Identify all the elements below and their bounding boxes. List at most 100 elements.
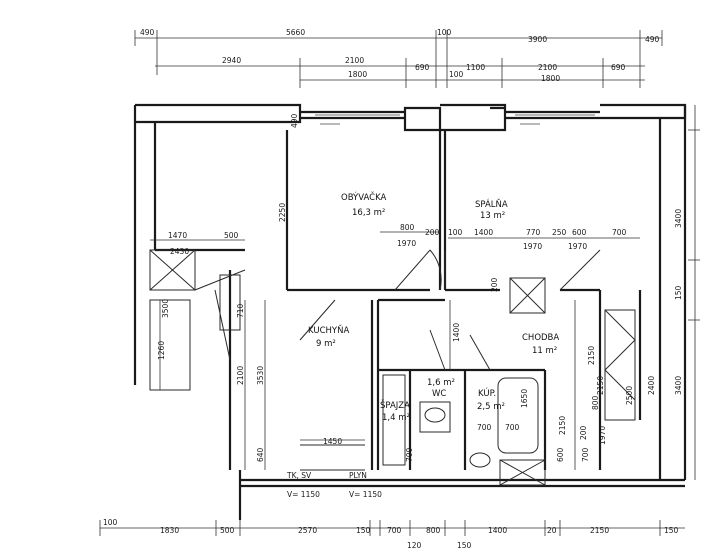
inner-dimension-lines — [150, 231, 640, 470]
dim-bottom-2570: 2570 — [298, 526, 317, 535]
room-kupelna-name: KÚP. — [478, 387, 496, 399]
note-tk-sv: TK, SV — [286, 471, 312, 480]
bathroom-fixtures — [382, 374, 539, 468]
dim-700: 700 — [612, 228, 627, 237]
room-chodba-area: 11 m² — [532, 346, 557, 356]
dim-3500: 3500 — [161, 299, 170, 318]
dim-bottom-700: 700 — [387, 526, 402, 535]
dim-bottom-800: 800 — [426, 526, 441, 535]
dim-bottom-500: 500 — [220, 526, 235, 535]
outer-walls — [133, 103, 687, 520]
room-spajza-area: 1,4 m² — [382, 413, 410, 423]
dim-1260: 1260 — [157, 341, 166, 360]
dim-700-x: 700 — [505, 423, 520, 432]
dim-2500: 2500 — [625, 386, 634, 405]
dim-bottom-20: 20 — [547, 526, 557, 535]
room-obyvacka-name: OBÝVAČKA — [341, 191, 387, 203]
dim-3530: 3530 — [256, 366, 265, 385]
dim-710: 710 — [236, 303, 245, 318]
dim-1400-vertical: 1400 — [452, 323, 461, 342]
dim-2250: 2250 — [278, 203, 287, 222]
note-v1150-right: V= 1150 — [349, 490, 382, 499]
dim-800: 800 — [400, 223, 415, 232]
dim-690-right: 690 — [611, 63, 626, 72]
dim-bottom-150a: 150 — [356, 526, 371, 535]
interior-walls — [155, 130, 642, 470]
room-kuchyna-area: 9 m² — [316, 339, 336, 349]
dim-250: 250 — [552, 228, 567, 237]
dim-2940: 2940 — [222, 56, 241, 65]
dim-1970-b: 1970 — [523, 242, 542, 251]
dim-200-a: 200 — [425, 228, 440, 237]
dim-1650: 1650 — [520, 389, 529, 408]
dim-bottom-1830: 1830 — [160, 526, 179, 535]
dim-770: 770 — [526, 228, 541, 237]
note-plyn: PLYN — [349, 471, 367, 480]
top-dimension-lines — [134, 30, 663, 88]
dim-600-vertical: 600 — [556, 447, 565, 462]
room-kuchyna-name: KUCHYŇA — [308, 325, 349, 336]
dim-bottom-1400: 1400 — [488, 526, 507, 535]
dim-100-mid: 100 — [449, 70, 464, 79]
dim-100-top: 100 — [437, 28, 452, 37]
dim-1450: 1450 — [323, 437, 342, 446]
room-wc-area: 1,6 m² — [427, 378, 455, 388]
dim-1970-a: 1970 — [397, 239, 416, 248]
room-spajza-name: ŠPAJZA — [380, 399, 410, 411]
room-spalna-area: 13 m² — [480, 211, 505, 221]
dim-1800-left: 1800 — [348, 70, 367, 79]
dim-150: 150 — [674, 285, 683, 300]
dim-2430: 2430 — [170, 247, 189, 256]
dim-bottom-150c: 150 — [457, 541, 472, 550]
dim-1800-right: 1800 — [541, 74, 560, 83]
dim-2100-vertical: 2100 — [236, 366, 245, 385]
dim-490-left: 490 — [140, 28, 155, 37]
dim-700-y: 700 — [581, 447, 590, 462]
dim-bottom-150b: 150 — [664, 526, 679, 535]
dim-bottom-120: 120 — [407, 541, 422, 550]
dim-5660: 5660 — [286, 28, 305, 37]
bottom-dimension-lines — [99, 520, 685, 536]
dim-1970-vertical: 1970 — [598, 426, 607, 445]
dim-2150-c: 2150 — [596, 376, 605, 395]
dim-1470: 1470 — [168, 231, 187, 240]
room-wc-name: WC — [432, 389, 446, 399]
dim-490-vertical: 490 — [290, 113, 299, 128]
dim-600: 600 — [572, 228, 587, 237]
dim-2100-right: 2100 — [538, 63, 557, 72]
dim-bottom-100: 100 — [103, 518, 118, 527]
dim-2400: 2400 — [647, 376, 656, 395]
dim-800-vertical: 800 — [591, 395, 600, 410]
dim-500: 500 — [224, 231, 239, 240]
dim-490-right: 490 — [645, 35, 660, 44]
balcony — [149, 249, 241, 391]
room-obyvacka-area: 16,3 m² — [352, 208, 385, 218]
dim-200-vertical: 200 — [490, 277, 499, 292]
dim-700-vertical: 700 — [405, 447, 414, 462]
dim-bottom-2150: 2150 — [590, 526, 609, 535]
room-chodba-name: CHODBA — [522, 333, 559, 343]
dim-1970-c: 1970 — [568, 242, 587, 251]
room-spalna-name: SPÁLŇA — [475, 198, 508, 210]
right-dimension-lines — [688, 105, 700, 480]
dim-640: 640 — [256, 447, 265, 462]
dim-100-c: 100 — [448, 228, 463, 237]
dim-2100-left: 2100 — [345, 56, 364, 65]
dim-1100: 1100 — [466, 63, 485, 72]
dim-3400: 3400 — [674, 209, 683, 228]
kitchen-counter — [300, 444, 365, 471]
dim-3400-lower: 3400 — [674, 376, 683, 395]
room-kupelna-area: 2,5 m² — [477, 402, 505, 412]
ventilation-shaft — [499, 277, 546, 486]
window-hatches — [315, 114, 595, 125]
dim-700-w: 700 — [477, 423, 492, 432]
dim-3900: 3900 — [528, 35, 547, 44]
dim-690-left: 690 — [415, 63, 430, 72]
dim-2150-b: 2150 — [558, 416, 567, 435]
dim-200-w: 200 — [579, 425, 588, 440]
dim-1400-a: 1400 — [474, 228, 493, 237]
dim-2150-vertical: 2150 — [587, 346, 596, 365]
wardrobe — [604, 309, 636, 421]
note-v1150-left: V= 1150 — [287, 490, 320, 499]
